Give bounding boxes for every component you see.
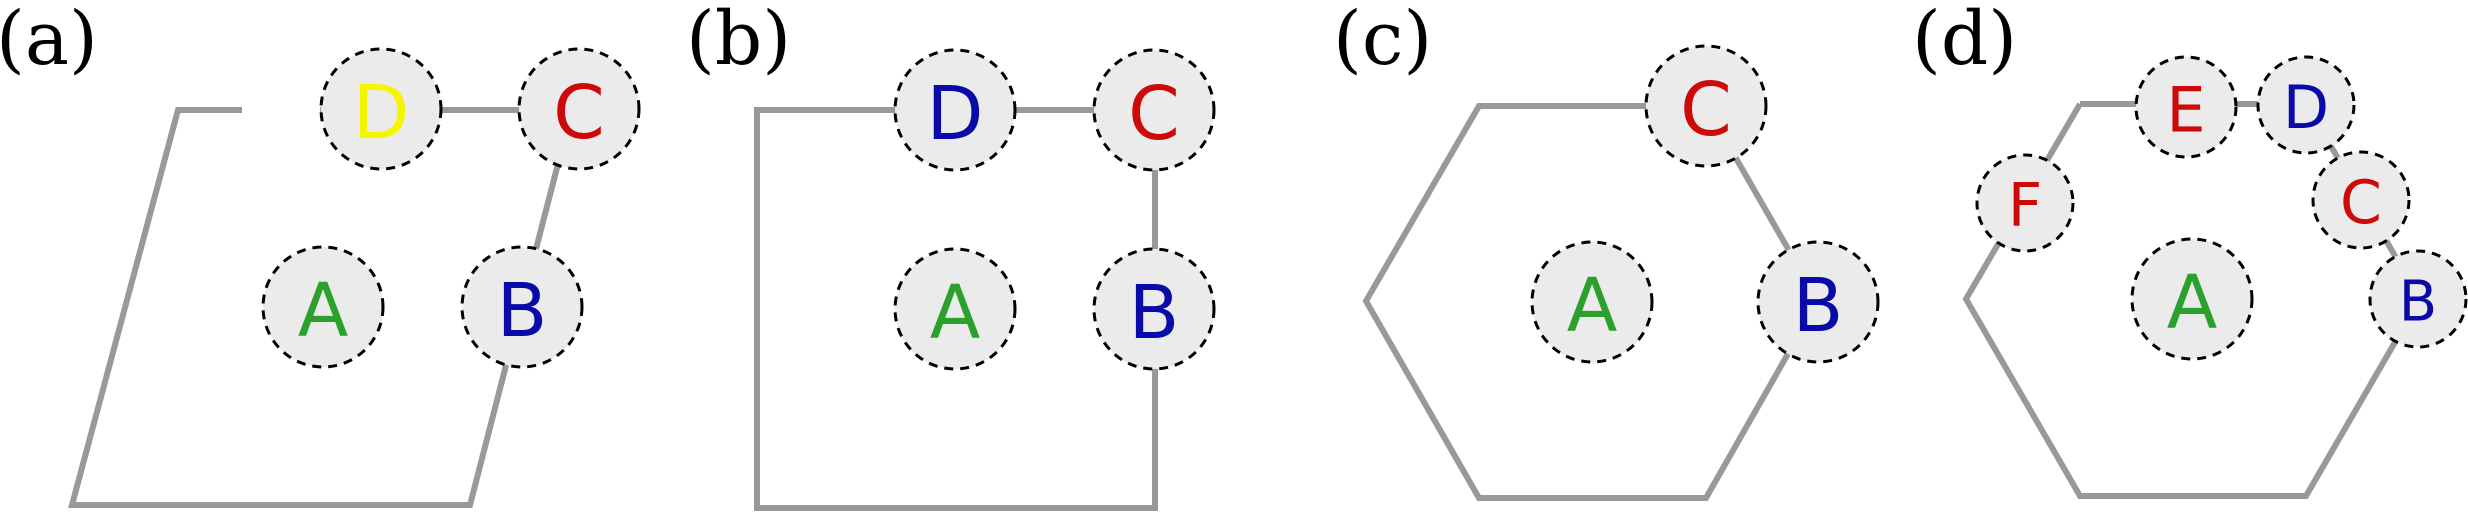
panel-b: (b) D C A B (686, 0, 1216, 511)
site-label: F (2008, 171, 2043, 241)
site-e-d: E (2134, 55, 2238, 159)
panel-label-c: (c) (1333, 0, 1432, 82)
site-label: B (2399, 270, 2437, 335)
site-label: A (2167, 260, 2218, 346)
panel-c: (c) C A B (1333, 0, 1880, 501)
site-label: E (2166, 74, 2205, 147)
site-a-b: A (893, 247, 1017, 371)
site-circle (2368, 249, 2468, 349)
site-label: C (1680, 67, 1732, 153)
site-label: D (927, 71, 984, 157)
site-label: B (497, 268, 548, 354)
site-d-a: D (319, 47, 443, 171)
site-label: C (2340, 168, 2382, 238)
site-b-a: B (460, 245, 584, 369)
site-label: B (1793, 263, 1844, 349)
site-circle (2130, 237, 2254, 361)
site-c-a: C (517, 47, 641, 171)
site-label: B (1129, 270, 1180, 356)
site-circle (460, 245, 584, 369)
site-label: A (930, 270, 981, 356)
site-circle (2256, 55, 2356, 155)
site-circle (1092, 247, 1216, 371)
panel-label-a: (a) (0, 0, 98, 82)
site-label: D (353, 70, 410, 156)
site-circle (2311, 150, 2411, 250)
site-b-b: B (1092, 247, 1216, 371)
site-circle (1530, 240, 1654, 364)
site-circle (1644, 44, 1768, 168)
site-label: D (2283, 73, 2329, 143)
site-c-b: C (1092, 48, 1216, 172)
site-a-d: A (2130, 237, 2254, 361)
site-circle (1975, 153, 2075, 253)
site-circle (893, 48, 1017, 172)
panel-a: (a) D C A B (0, 0, 641, 508)
site-b-c: B (1756, 240, 1880, 364)
site-label: C (1128, 71, 1180, 157)
site-circle (893, 247, 1017, 371)
site-b-d: B (2368, 249, 2468, 349)
site-label: A (1567, 263, 1618, 349)
site-d-b: D (893, 48, 1017, 172)
site-circle (1092, 48, 1216, 172)
site-circle (517, 47, 641, 171)
site-a-c: A (1530, 240, 1654, 364)
site-f-d: F (1975, 153, 2075, 253)
site-c-d: C (2311, 150, 2411, 250)
site-label: C (553, 70, 605, 156)
site-a-a: A (261, 245, 385, 369)
site-circle (2134, 55, 2238, 159)
panel-label-b: (b) (686, 0, 791, 82)
site-c-c: C (1644, 44, 1768, 168)
site-circle (1756, 240, 1880, 364)
panel-d: (d) E D F C A B (1912, 0, 2468, 499)
site-d-d: D (2256, 55, 2356, 155)
site-circle (261, 245, 385, 369)
panel-label-d: (d) (1912, 0, 2017, 82)
site-circle (319, 47, 443, 171)
site-label: A (298, 268, 349, 354)
